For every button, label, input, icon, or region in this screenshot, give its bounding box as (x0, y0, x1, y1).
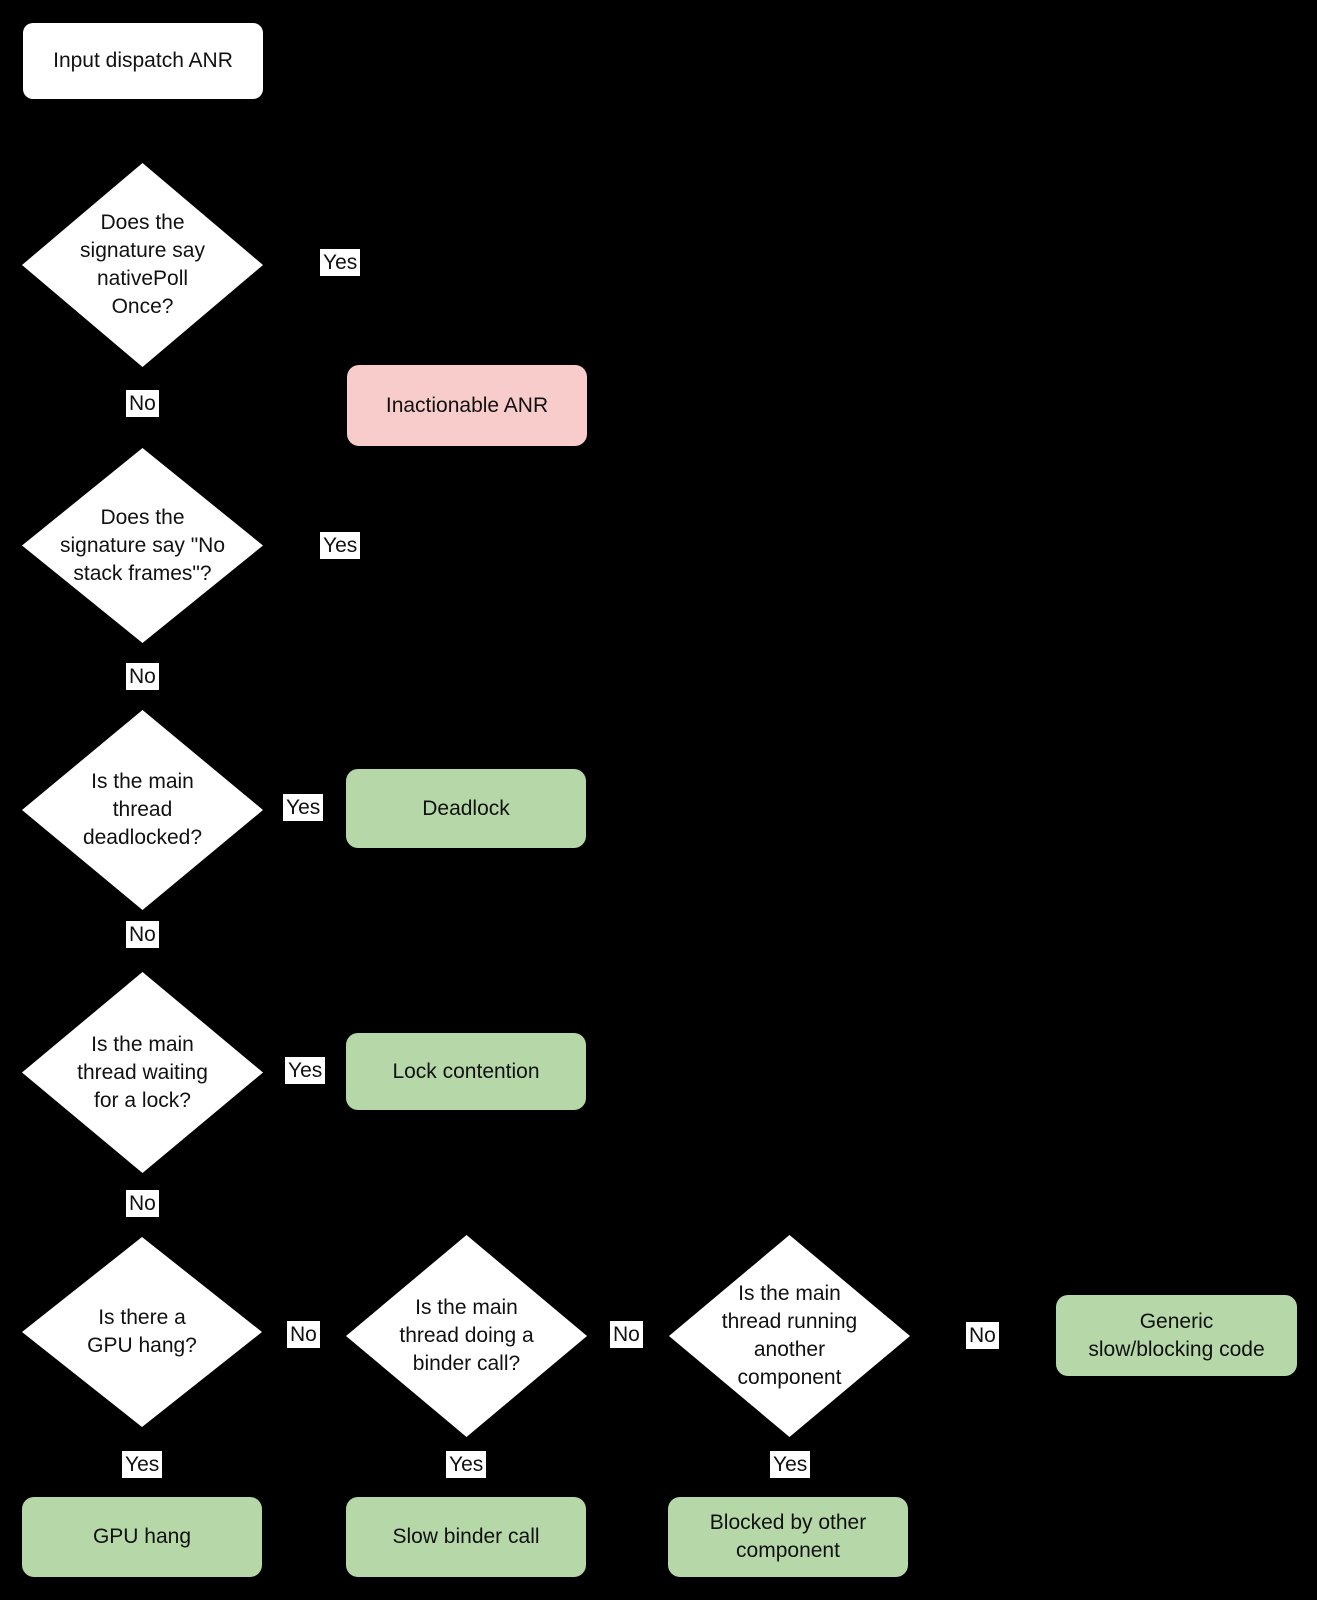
outcome-slow-binder-call: Slow binder call (346, 1497, 586, 1577)
edge-label-no: No (126, 390, 159, 417)
outcome-blocked-by-other-component: Blocked by other component (668, 1497, 908, 1577)
outcome-inactionable-anr: Inactionable ANR (347, 365, 587, 446)
edge-label-no: No (610, 1321, 643, 1348)
outcome-gpu-hang: GPU hang (22, 1497, 262, 1577)
edge-label-no: No (287, 1321, 320, 1348)
edge-label-yes: Yes (122, 1451, 163, 1478)
start-node-input-dispatch-anr: Input dispatch ANR (23, 23, 263, 99)
decision-signature-nativepollonce: Does the signature say nativePoll Once? (22, 163, 263, 367)
edge-label-yes: Yes (285, 1057, 326, 1084)
edge-label-yes: Yes (283, 794, 324, 821)
outcome-lock-contention: Lock contention (346, 1033, 586, 1110)
edge-label-yes: Yes (770, 1451, 811, 1478)
edge-label-no: No (126, 1190, 159, 1217)
edge-label-yes: Yes (446, 1451, 487, 1478)
edge-label-no: No (966, 1322, 999, 1349)
edge-label-no: No (126, 663, 159, 690)
outcome-deadlock: Deadlock (346, 769, 586, 848)
edge-label-yes: Yes (320, 532, 361, 559)
outcome-generic-slow-blocking-code: Generic slow/blocking code (1056, 1295, 1297, 1376)
edge-label-yes: Yes (320, 249, 361, 276)
edge-label-no: No (126, 921, 159, 948)
